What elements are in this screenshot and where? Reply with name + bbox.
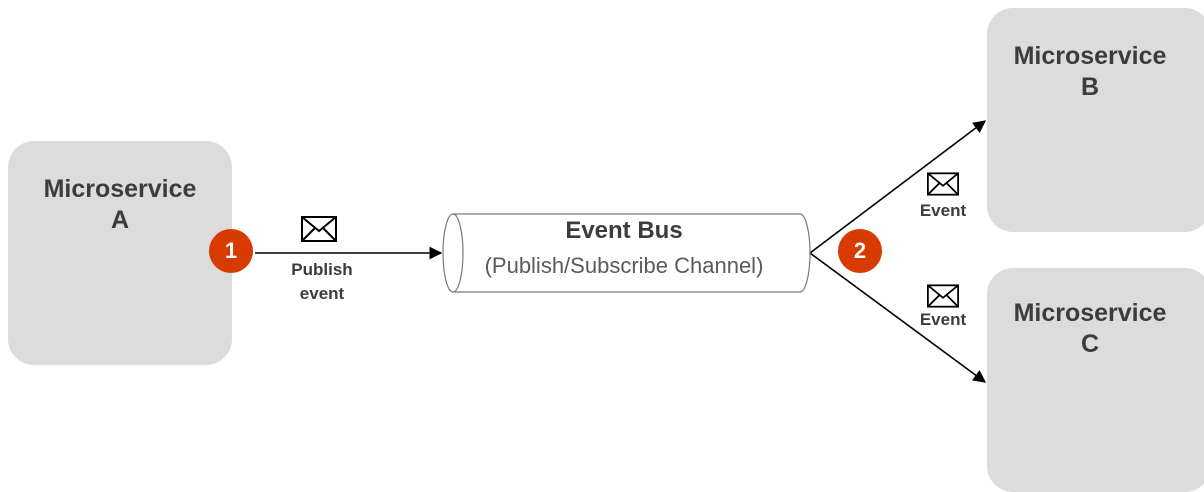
event-bus-cylinder: [442, 213, 811, 293]
microservice-c-box: Microservice C: [987, 268, 1204, 492]
step-1-badge: 1: [209, 229, 253, 273]
event-bus-cylinder-edge: [452, 213, 464, 293]
microservice-b-label: Microservice: [1013, 42, 1167, 70]
microservice-b-letter: B: [1080, 73, 1100, 101]
arrow-to-b: [809, 120, 987, 254]
envelope-icon: [927, 172, 959, 196]
publish-event-label: event: [299, 284, 345, 303]
microservice-c-letter: C: [1080, 330, 1100, 358]
event-bus-title: Event Bus: [565, 217, 683, 244]
microservice-b-box: Microservice B: [987, 8, 1204, 232]
envelope-icon: [301, 216, 337, 242]
envelope-icon: [927, 284, 959, 308]
microservice-c-label: Microservice: [1013, 299, 1167, 327]
step-2-badge: 2: [838, 229, 882, 273]
microservice-a-box: Microservice A: [8, 141, 232, 365]
event-label-c: Event: [919, 310, 967, 329]
microservice-a-label: Microservice: [43, 175, 197, 203]
microservice-a-letter: A: [110, 206, 130, 234]
arrow-to-c: [809, 252, 987, 383]
publish-label: Publish: [291, 260, 353, 279]
event-label-b: Event: [919, 201, 967, 220]
event-bus-subtitle: (Publish/Subscribe Channel): [484, 253, 764, 278]
